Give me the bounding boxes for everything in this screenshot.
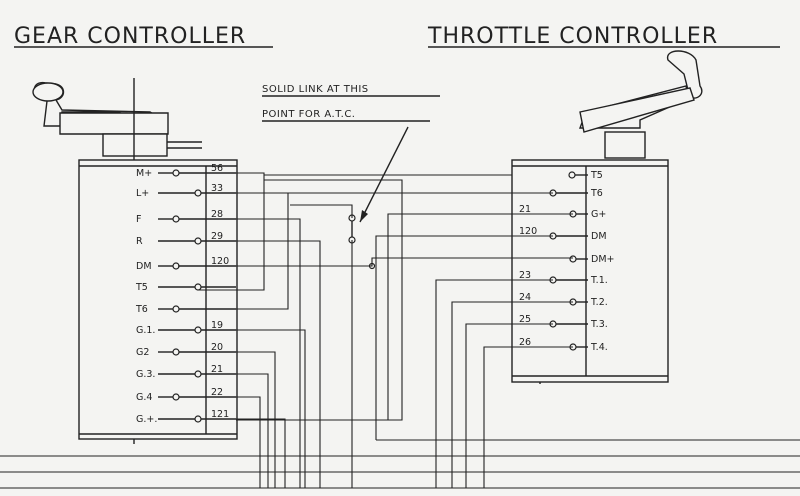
gear-wire-number: 20 xyxy=(211,342,223,353)
gear-wire-number: 120 xyxy=(211,256,229,267)
throttle-label-t6: T6 xyxy=(590,188,603,199)
wire-4 xyxy=(236,218,301,488)
throttle-wire-number: 120 xyxy=(519,226,537,237)
atc-solid-link xyxy=(348,214,376,270)
wire-9 xyxy=(236,351,276,488)
throttle-label-dm: DM xyxy=(591,231,607,242)
throttle-label-t-4: T.4. xyxy=(590,342,608,353)
throttle-terminal xyxy=(569,255,577,263)
gear-terminal xyxy=(194,283,202,291)
throttle-wire-number: 26 xyxy=(519,337,531,348)
throttle-case xyxy=(511,159,669,383)
wire-18 xyxy=(451,301,573,488)
gear-label-t5: T5 xyxy=(135,282,148,293)
gear-handle-arm xyxy=(59,112,169,135)
wire-6 xyxy=(178,257,573,267)
wire-3 xyxy=(236,179,403,421)
wire-16 xyxy=(375,235,553,440)
gear-terminal xyxy=(194,237,202,245)
throttle-wire-number: 21 xyxy=(519,204,531,215)
gear-terminal xyxy=(194,189,202,197)
wire-11 xyxy=(236,396,261,488)
gear-label-dm: DM xyxy=(136,261,152,272)
gear-label-g2: G2 xyxy=(136,347,149,358)
throttle-wire-number: 24 xyxy=(519,292,531,303)
throttle-wire-number: 25 xyxy=(519,314,531,325)
wire-15 xyxy=(387,213,573,421)
wire-10 xyxy=(236,373,269,488)
gear-terminal xyxy=(172,215,180,223)
gear-terminal xyxy=(172,169,180,177)
annotation-arrowhead xyxy=(360,210,368,222)
wire-17 xyxy=(435,279,553,488)
annotation-line-1: SOLID LINK AT THIS xyxy=(262,84,369,95)
throttle-label-t-2: T.2. xyxy=(590,297,608,308)
throttle-terminal xyxy=(568,171,576,179)
gear-terminal xyxy=(172,305,180,313)
gear-label-t6: T6 xyxy=(135,304,148,315)
wire-7 xyxy=(198,193,289,310)
gear-handle-hub xyxy=(102,133,168,157)
gear-wire-number: 33 xyxy=(211,183,223,194)
gear-label-g-3: G.3. xyxy=(136,369,155,380)
wire-5 xyxy=(236,240,321,488)
throttle-label-t5: T5 xyxy=(590,170,603,181)
wire-19 xyxy=(465,323,553,488)
gear-wire-number: 28 xyxy=(211,209,223,220)
gear-terminal xyxy=(194,326,202,334)
gear-label-g-4: G.4 xyxy=(136,392,152,403)
throttle-wire-number: 23 xyxy=(519,270,531,281)
gear-handle-knob xyxy=(32,82,64,102)
wire-8 xyxy=(236,329,306,488)
gear-wire-number: 121 xyxy=(211,409,229,420)
wire-20 xyxy=(483,346,573,488)
gear-label-g: G.+. xyxy=(136,414,157,425)
gear-terminal xyxy=(172,393,180,401)
gear-terminal xyxy=(194,415,202,423)
wire-21 xyxy=(290,204,353,218)
gear-wire-number: 19 xyxy=(211,320,223,331)
bottom-bus xyxy=(0,439,800,489)
throttle-label-t-3: T.3. xyxy=(590,319,608,330)
throttle-handle-arm xyxy=(579,87,695,133)
gear-wire-number: 22 xyxy=(211,387,223,398)
throttle-label-g: G+ xyxy=(591,209,606,220)
wiring xyxy=(178,172,573,488)
annotation-line-2: POINT FOR A.T.C. xyxy=(262,109,355,120)
gear-label-r: R xyxy=(136,236,143,247)
throttle-handle-hub xyxy=(604,131,646,159)
wire-12 xyxy=(236,418,286,488)
gear-case xyxy=(78,159,238,440)
gear-wire-number: 21 xyxy=(211,364,223,375)
gear-label-l: L+ xyxy=(136,188,149,199)
wire-1 xyxy=(198,172,265,291)
gear-wire-number: 56 xyxy=(211,163,223,174)
gear-terminal xyxy=(172,348,180,356)
gear-label-g-1: G.1. xyxy=(136,325,155,336)
throttle-label-dm: DM+ xyxy=(591,254,614,265)
throttle-controller-title: THROTTLE CONTROLLER xyxy=(427,24,718,49)
gear-label-f: F xyxy=(136,214,141,225)
gear-label-m: M+ xyxy=(136,168,152,179)
gear-wire-number: 29 xyxy=(211,231,223,242)
throttle-label-t-1: T.1. xyxy=(590,275,608,286)
gear-terminal xyxy=(194,370,202,378)
gear-controller-title: GEAR CONTROLLER xyxy=(14,24,246,49)
